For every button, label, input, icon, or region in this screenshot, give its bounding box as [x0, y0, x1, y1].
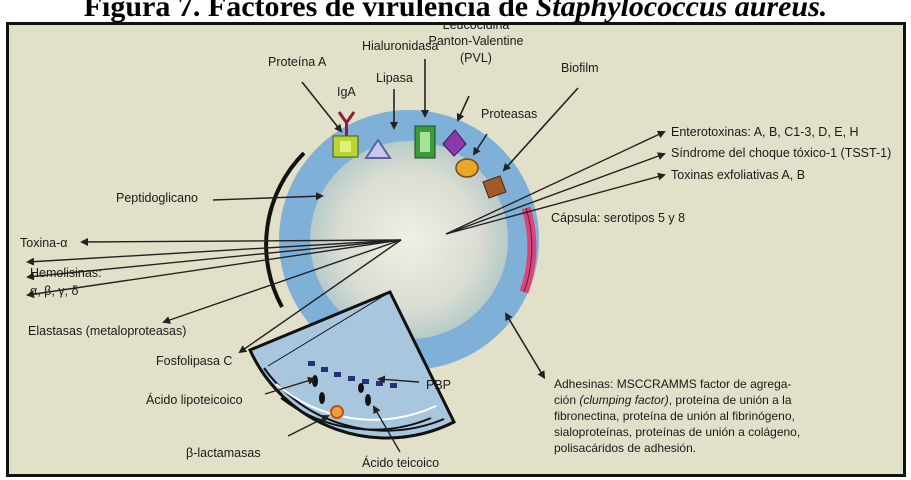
label-fosfolipasa: Fosfolipasa C: [156, 354, 232, 368]
label-proteina-a: Proteína A: [268, 55, 327, 69]
label-enterotoxinas: Enterotoxinas: A, B, C1-3, D, E, H: [671, 125, 859, 139]
label-hialuronidasa: Hialuronidasa: [362, 39, 438, 53]
figure-title-prefix: Figura 7. Factores de virulencia de: [84, 0, 536, 23]
label-adhesinas-line2: ción (clumping factor), proteína de unió…: [554, 393, 792, 407]
label-biofilm: Biofilm: [561, 61, 599, 75]
label-leucocidina: Leucocidina: [443, 22, 510, 32]
label-exfoliativas: Toxinas exfoliativas A, B: [671, 168, 805, 182]
label-iga: IgA: [337, 85, 356, 99]
virulence-diagram: Proteína A IgA Lipasa Hialuronidasa Leuc…: [6, 22, 906, 477]
label-acido-lipoteicoico: Ácido lipoteicoico: [146, 392, 243, 407]
label-toxina-alfa: Toxina-α: [20, 236, 68, 250]
label-acido-teicoico: Ácido teicoico: [362, 455, 439, 470]
label-lipasa: Lipasa: [376, 71, 413, 85]
label-hemolisinas-types: α, β, γ, δ: [30, 284, 79, 298]
label-pvl: (PVL): [460, 51, 492, 65]
figure-title: Figura 7. Factores de virulencia de Stap…: [0, 0, 911, 24]
label-proteasas: Proteasas: [481, 107, 537, 121]
label-tsst: Síndrome del choque tóxico-1 (TSST-1): [671, 146, 891, 160]
label-adhesinas-line1: Adhesinas: MSCCRAMMS factor de agrega-: [554, 377, 791, 391]
label-peptidoglicano: Peptidoglicano: [116, 191, 198, 205]
label-elastasas: Elastasas (metaloproteasas): [28, 324, 186, 338]
label-beta-lactamasas: β-lactamasas: [186, 446, 261, 460]
label-hemolisinas: Hemolisinas:: [30, 266, 102, 280]
label-pbp: PBP: [426, 378, 451, 392]
adhesinas-block: Adhesinas: MSCCRAMMS factor de agrega- c…: [554, 377, 800, 455]
label-adhesinas-line3: fibronectina, proteína de unión al fibri…: [554, 409, 795, 423]
beta-lactamase-dot: [331, 406, 343, 418]
label-adhesinas-line4: sialoproteínas, proteínas de unión a col…: [554, 425, 800, 439]
label-capsula: Cápsula: serotipos 5 y 8: [551, 211, 685, 225]
label-panton-valentine: Panton-Valentine: [429, 34, 524, 48]
figure-title-species: Staphylococcus aureus.: [536, 0, 828, 23]
proteasa-icon: [456, 159, 478, 177]
label-adhesinas-line5: polisacáridos de adhesión.: [554, 441, 696, 455]
